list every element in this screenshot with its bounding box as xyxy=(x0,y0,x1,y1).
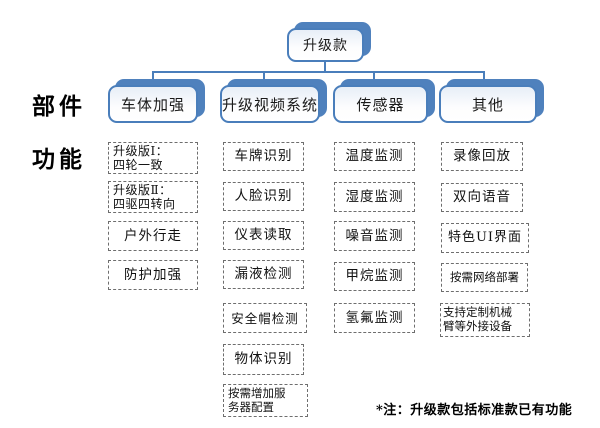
root-node-label: 升级款 xyxy=(303,38,348,54)
feature-box: 氢氟监测 xyxy=(334,303,415,333)
branch-label: 其他 xyxy=(471,95,504,114)
feature-box: 支持定制机械臂等外接设备 xyxy=(440,303,530,337)
feature-box: 户外行走 xyxy=(108,221,198,251)
branch-node-sensors: 传感器 xyxy=(333,79,435,123)
connector-drop-2 xyxy=(263,71,265,86)
branch-node-video-system: 升级视频系统 xyxy=(220,79,327,123)
row-label-functions: 功能 xyxy=(32,146,86,173)
connector-drop-1 xyxy=(152,71,154,86)
feature-box: 温度监测 xyxy=(334,142,415,171)
feature-box: 升级版Ⅱ：四驱四转向 xyxy=(108,181,198,213)
feature-box: 噪音监测 xyxy=(334,221,415,251)
feature-box: 特色UI界面 xyxy=(441,223,529,253)
connector-root-stub xyxy=(324,61,326,72)
connector-drop-4 xyxy=(483,71,485,86)
branch-label: 传感器 xyxy=(356,95,405,114)
feature-box: 物体识别 xyxy=(223,344,304,375)
feature-box: 升级版Ⅰ：四轮一致 xyxy=(108,142,198,174)
root-node: 升级款 xyxy=(287,22,371,62)
feature-box: 录像回放 xyxy=(441,142,523,171)
branch-label: 升级视频系统 xyxy=(222,95,319,114)
feature-box: 湿度监测 xyxy=(334,182,415,212)
feature-box: 安全帽检测 xyxy=(223,303,307,333)
feature-box: 甲烷监测 xyxy=(334,262,415,291)
branch-node-body-reinforcement: 车体加强 xyxy=(108,79,205,123)
connector-horizontal xyxy=(152,71,485,73)
feature-box: 人脸识别 xyxy=(223,182,304,211)
feature-box: 漏液检测 xyxy=(223,260,304,289)
row-label-components: 部件 xyxy=(32,93,86,120)
feature-box: 双向语音 xyxy=(441,183,523,212)
branch-label: 车体加强 xyxy=(120,95,185,114)
connector-drop-3 xyxy=(373,71,375,86)
feature-box: 车牌识别 xyxy=(223,142,304,171)
feature-box: 仪表读取 xyxy=(223,221,304,250)
branch-node-others: 其他 xyxy=(439,79,544,123)
feature-box: 防护加强 xyxy=(108,260,198,290)
feature-box: 按需增加服务器配置 xyxy=(223,384,308,417)
footnote: *注：升级款包括标准款已有功能 xyxy=(376,403,573,418)
feature-box: 按需网络部署 xyxy=(441,263,528,292)
